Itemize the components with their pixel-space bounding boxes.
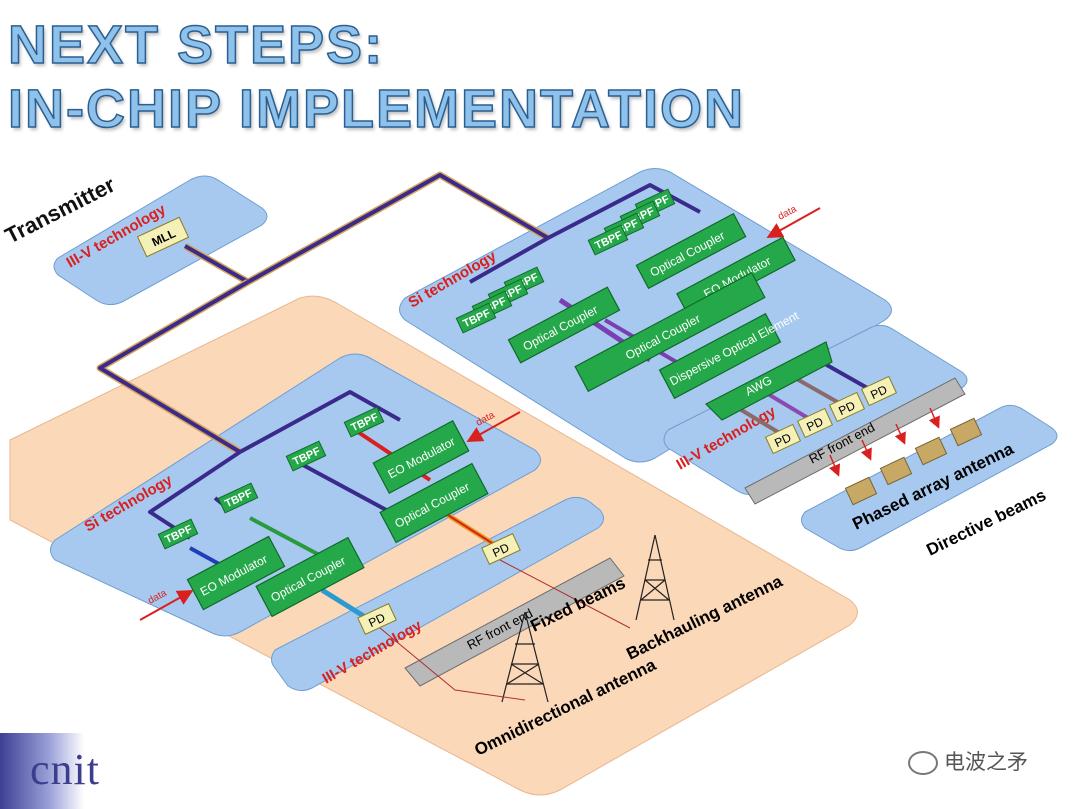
si-bottom-plane (50, 353, 541, 637)
svg-text:PD: PD (836, 398, 857, 418)
cnit-logo: cnit (30, 745, 100, 794)
wechat-icon (908, 751, 938, 775)
svg-text:PD: PD (490, 540, 511, 560)
cnit-logo-bar (0, 733, 140, 809)
bottom-optical-coupler-left: Optical Coupler (255, 536, 365, 618)
phased-array-plane (801, 404, 1058, 552)
iiiv-bottom-plane (271, 496, 604, 692)
beam-arrows-right (828, 407, 940, 477)
watermark-text: 电波之矛 (944, 750, 1028, 774)
omni-tower (501, 611, 549, 703)
watermark: 电波之矛 (908, 746, 1028, 776)
antenna-elements (844, 417, 983, 506)
slide-title-line2: IN-CHIP IMPLEMENTATION (7, 79, 745, 139)
right-pd-group: PD PD PD PD (764, 375, 898, 455)
slide-title-line1: NEXT STEPS: (7, 15, 385, 75)
antenna-feed-lines (379, 559, 631, 701)
backhauling-tower (635, 534, 675, 621)
svg-text:PD: PD (772, 430, 793, 450)
mll-block: MLL (136, 216, 190, 258)
bottom-pd-right: PD (481, 532, 521, 566)
svg-text:PD: PD (366, 610, 387, 630)
svg-text:data: data (776, 204, 799, 223)
svg-text:PD: PD (804, 414, 825, 434)
svg-text:PD: PD (868, 382, 889, 402)
peach-region (9, 295, 858, 796)
iiiv-right-plane (663, 324, 968, 496)
bottom-pd-left: PD (357, 602, 397, 636)
top-data-input: data (766, 204, 821, 238)
